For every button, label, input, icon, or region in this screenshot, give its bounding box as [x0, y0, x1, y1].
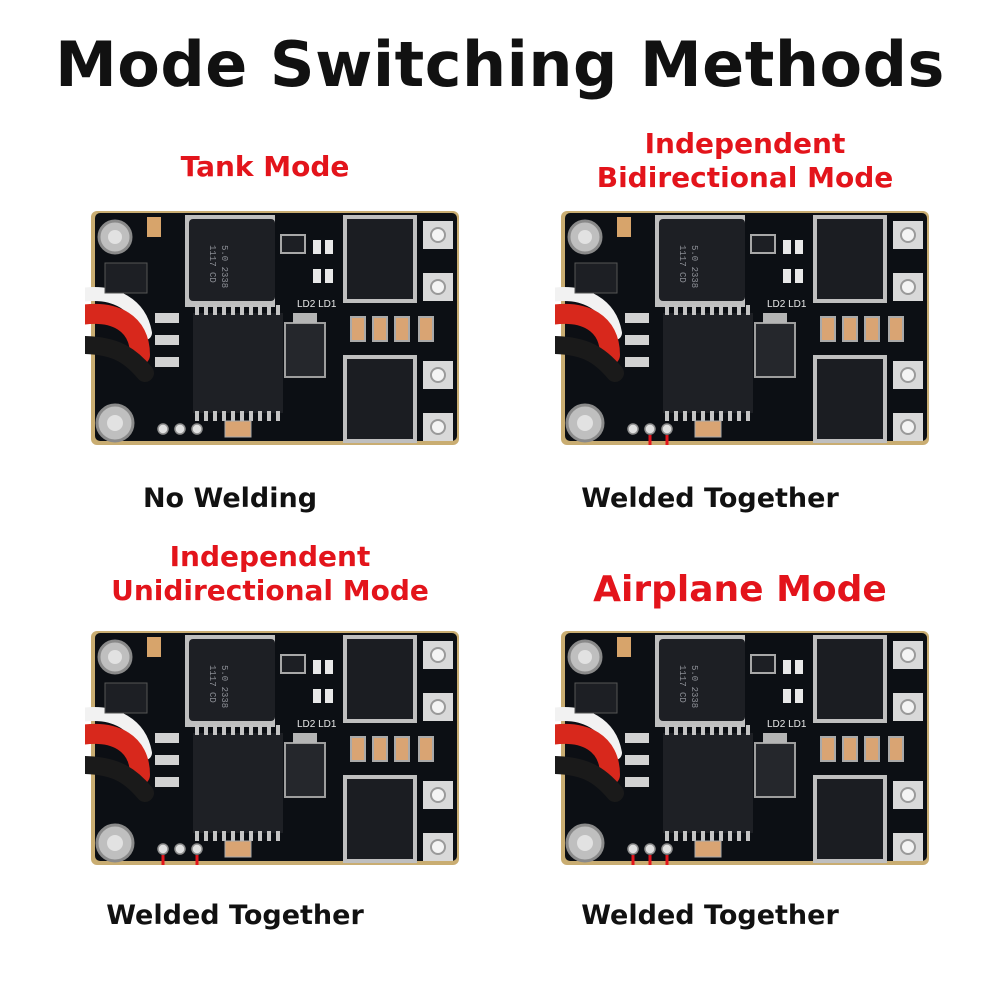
svg-text:1117 CD: 1117 CD [677, 245, 687, 283]
mode-title-line1: Independent [644, 127, 846, 160]
page-title: Mode Switching Methods [55, 28, 945, 101]
mode-title-tank: Tank Mode [90, 150, 440, 184]
svg-text:1117 CD: 1117 CD [677, 665, 687, 703]
mode-title-text: Tank Mode [180, 150, 350, 183]
svg-text:5.0 2338: 5.0 2338 [689, 245, 699, 288]
svg-text:LD2 LD1: LD2 LD1 [297, 719, 337, 730]
svg-text:LD2 LD1: LD2 LD1 [297, 299, 337, 310]
svg-text:LD2 LD1: LD2 LD1 [767, 719, 807, 730]
caption-welded-together: Welded Together [581, 900, 839, 931]
svg-text:5.0 2338: 5.0 2338 [219, 245, 229, 288]
svg-text:1117 CD: 1117 CD [207, 245, 217, 283]
mode-title-independent-bidirectional: Independent Bidirectional Mode [565, 127, 925, 195]
svg-text:5.0 2338: 5.0 2338 [689, 665, 699, 708]
mode-title-line2: Bidirectional Mode [596, 161, 894, 195]
mode-title-line2: Unidirectional Mode [111, 574, 429, 608]
mode-title-airplane: Airplane Mode [575, 568, 905, 612]
caption-no-welding: No Welding [142, 483, 318, 514]
caption-welded-together: Welded Together [581, 483, 839, 514]
caption-welded-together: Welded Together [106, 900, 364, 931]
svg-text:5.0 2338: 5.0 2338 [219, 665, 229, 708]
svg-text:LD2 LD1: LD2 LD1 [767, 299, 807, 310]
svg-text:1117 CD: 1117 CD [207, 665, 217, 703]
mode-title-line1: Independent [169, 540, 371, 573]
mode-title-independent-unidirectional: Independent Unidirectional Mode [95, 540, 445, 608]
mode-title-text: Airplane Mode [593, 569, 887, 610]
